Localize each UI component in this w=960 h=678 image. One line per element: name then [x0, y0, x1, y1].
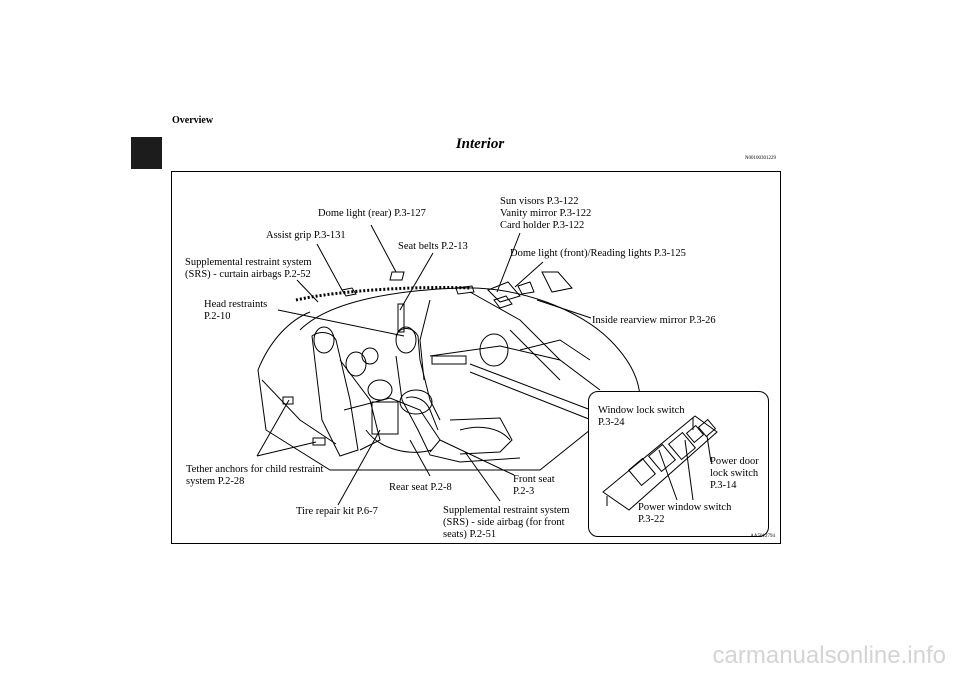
label-line: P.3-14	[710, 480, 737, 491]
door-switch-panel	[602, 415, 718, 511]
label-assist-grip: Assist grip P.3-131	[266, 230, 346, 241]
label-line: Power door	[710, 456, 759, 467]
label-power-window-switch: Power window switch P.3-22	[638, 502, 731, 526]
label-front-seat: Front seat P.2-3	[513, 474, 555, 498]
figure-frame	[171, 171, 781, 544]
label-line: seats) P.2-51	[443, 529, 497, 540]
label-line: Window lock switch	[598, 405, 685, 416]
label-line: (SRS) - curtain airbags P.2-52	[185, 269, 311, 280]
label-line: Front seat	[513, 474, 555, 485]
label-seat-belts: Seat belts P.2-13	[398, 241, 468, 252]
watermark: carmanualsonline.info	[712, 642, 946, 669]
door-switch-inset	[588, 391, 769, 537]
label-line: (SRS) - side airbag (for front	[443, 517, 565, 528]
label-srs-side-airbag: Supplemental restraint system (SRS) - si…	[443, 505, 570, 541]
label-dome-light-front: Dome light (front)/Reading lights P.3-12…	[510, 248, 686, 259]
label-tether-anchors: Tether anchors for child restraint syste…	[186, 464, 323, 488]
figure-code: AA5012794	[750, 534, 775, 539]
section-tab-marker	[131, 137, 162, 169]
label-tire-repair-kit: Tire repair kit P.6-7	[296, 506, 378, 517]
label-inside-rearview-mirror: Inside rearview mirror P.3-26	[592, 315, 716, 326]
label-line: lock switch	[710, 468, 759, 479]
label-line: Sun visors P.3-122	[500, 196, 579, 207]
label-line: Power window switch	[638, 502, 732, 513]
label-line: P.2-10	[204, 311, 231, 322]
label-line: Card holder P.3-122	[500, 220, 585, 231]
label-line: Supplemental restraint system	[443, 505, 570, 516]
label-line: P.3-24	[598, 417, 625, 428]
label-line: Vanity mirror P.3-122	[500, 208, 592, 219]
label-line: Head restraints	[204, 299, 268, 310]
label-window-lock-switch: Window lock switch P.3-24	[598, 405, 684, 429]
label-dome-light-rear: Dome light (rear) P.3-127	[318, 208, 426, 219]
label-sun-visors: Sun visors P.3-122 Vanity mirror P.3-122…	[500, 196, 591, 232]
label-line: Supplemental restraint system	[185, 257, 312, 268]
section-header: Overview	[172, 115, 214, 126]
label-head-restraints: Head restraints P.2-10	[204, 299, 267, 323]
label-rear-seat: Rear seat P.2-8	[389, 482, 452, 493]
label-line: Tether anchors for child restraint	[186, 464, 324, 475]
label-line: P.3-22	[638, 514, 665, 525]
label-line: system P.2-28	[186, 476, 245, 487]
page-title: Interior	[455, 136, 505, 152]
reference-code: N00100301229	[744, 156, 776, 161]
label-line: P.2-3	[513, 486, 535, 497]
label-power-door-lock-switch: Power door lock switch P.3-14	[710, 456, 759, 492]
label-srs-curtain-airbags: Supplemental restraint system (SRS) - cu…	[185, 257, 312, 281]
